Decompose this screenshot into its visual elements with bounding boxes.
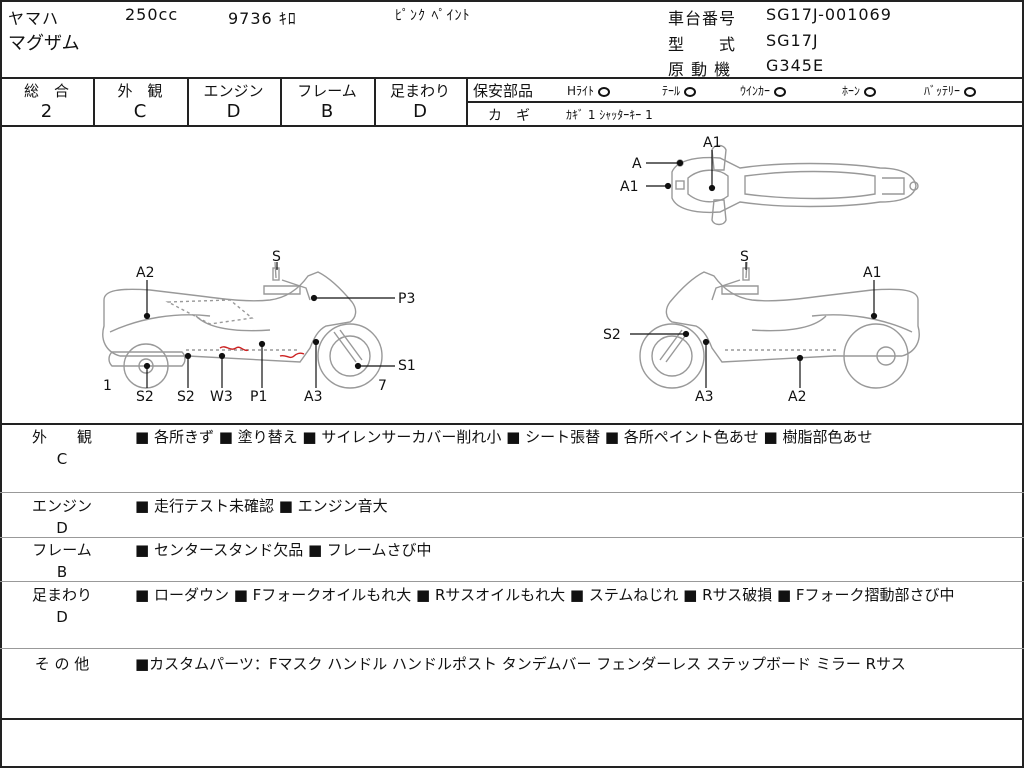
safety-item-name: ﾃｰﾙ	[662, 84, 681, 98]
section-engine-text: ■ 走行テスト未確認 ■ エンジン音大	[135, 497, 388, 515]
divider	[0, 77, 1024, 79]
grade-engine-value: D	[226, 101, 241, 122]
key-label: カ ギ	[488, 108, 530, 124]
section-title: エンジン	[31, 497, 92, 515]
left-view-scooter	[102, 261, 383, 389]
ok-mark-icon	[964, 86, 977, 97]
color: ﾋﾟﾝｸ ﾍﾟｲﾝﾄ	[395, 8, 471, 24]
label-right-a3: A3	[695, 389, 713, 405]
mileage: 9736 ｷﾛ	[228, 9, 297, 28]
section-suspension-label: 足まわり D	[2, 584, 122, 628]
grade-overall-value: 2	[40, 101, 53, 122]
damage-marks	[219, 346, 305, 359]
divider	[0, 423, 1024, 425]
grade-overall-label: 総 合	[23, 82, 69, 100]
grade-frame-label: フレーム	[297, 82, 357, 100]
section-grade: B	[56, 563, 68, 581]
section-title: そ の 他	[34, 655, 90, 673]
safety-item-tail: ﾃｰﾙ	[662, 82, 697, 99]
divider	[0, 648, 1024, 649]
section-other-text: ■カスタムパーツ：Fマスク ハンドル ハンドルポスト タンデムバー フェンダーレ…	[135, 655, 906, 673]
section-other-label: そ の 他	[2, 653, 122, 675]
label-left-p1: P1	[250, 389, 267, 405]
label-left-p3: P3	[398, 291, 415, 307]
divider	[0, 581, 1024, 582]
grade-suspension-label: 足まわり	[389, 82, 450, 100]
label-right-s2: S2	[603, 327, 621, 343]
safety-item-name: ﾎｰﾝ	[842, 84, 861, 98]
section-grade: D	[56, 608, 68, 626]
displacement: 250cc	[125, 5, 179, 24]
top-view-scooter	[671, 144, 919, 226]
section-frame-text: ■ センタースタンド欠品 ■ フレームさび中	[135, 541, 432, 559]
section-suspension-text: ■ ローダウン ■ Fフォークオイルもれ大 ■ Rサスオイルもれ大 ■ ステムね…	[135, 586, 955, 604]
safety-item-horn: ﾎｰﾝ	[842, 82, 877, 99]
ok-mark-icon	[684, 86, 697, 97]
section-title: フレーム	[32, 541, 92, 559]
label-left-s1: S1	[398, 358, 416, 374]
safety-item-winker: ｳｲﾝｶｰ	[740, 82, 787, 99]
divider	[0, 718, 1024, 720]
section-grade: D	[56, 519, 68, 537]
section-title: 足まわり	[31, 586, 92, 604]
safety-item-battery: ﾊﾞｯﾃﾘｰ	[924, 82, 977, 99]
right-view-scooter	[639, 261, 920, 389]
safety-item-headlight: Hﾗｲﾄ	[567, 82, 611, 99]
divider	[0, 125, 1024, 127]
divider	[93, 77, 95, 125]
model-name: マグザム	[8, 33, 80, 54]
section-exterior-label: 外 観 C	[2, 426, 122, 470]
divider	[468, 101, 1024, 103]
engine-value: G345E	[766, 56, 825, 75]
section-exterior-text: ■ 各所きず ■ 塗り替え ■ サイレンサーカバー削れ小 ■ シート張替 ■ 各…	[135, 428, 873, 446]
safety-label: 保安部品	[473, 82, 534, 100]
divider	[374, 77, 376, 125]
section-title: 外 観	[31, 428, 92, 446]
grade-frame-value: B	[320, 101, 334, 122]
label-left-a2: A2	[136, 265, 154, 281]
frame-no-label: 車台番号	[668, 9, 737, 28]
safety-item-name: ﾊﾞｯﾃﾘｰ	[924, 84, 961, 98]
section-grade: C	[56, 450, 68, 468]
label-top-a1-center: A1	[703, 135, 721, 151]
divider	[0, 492, 1024, 493]
type-label: 型 式	[668, 35, 737, 54]
section-engine-label: エンジン D	[2, 495, 122, 539]
type-value: SG17J	[766, 31, 819, 50]
ok-mark-icon	[598, 86, 611, 97]
divider	[187, 77, 189, 125]
label-left-s2a: S2	[136, 389, 154, 405]
engine-label: 原 動 機	[668, 60, 732, 79]
label-left-a3: A3	[304, 389, 322, 405]
label-right-a1: A1	[863, 265, 881, 281]
label-top-a1-left: A1	[620, 179, 638, 195]
label-top-a: A	[632, 156, 642, 172]
label-left-7: 7	[378, 378, 387, 394]
grade-suspension-value: D	[413, 101, 427, 122]
ok-mark-icon	[864, 86, 877, 97]
key-value: ｶｷﾞ 1 ｼｬｯﾀｰｷｰ 1	[566, 108, 653, 122]
label-left-1: 1	[103, 378, 112, 394]
grade-exterior-label: 外 観	[117, 82, 163, 100]
divider	[466, 77, 468, 125]
frame-no: SG17J-001069	[766, 5, 892, 24]
label-left-s: S	[272, 249, 281, 265]
section-frame-label: フレーム B	[2, 539, 122, 583]
divider	[0, 537, 1024, 538]
grade-exterior-value: C	[133, 101, 147, 122]
ok-mark-icon	[774, 86, 787, 97]
label-left-s2b: S2	[177, 389, 195, 405]
safety-item-name: ｳｲﾝｶｰ	[740, 84, 771, 98]
label-right-a2: A2	[788, 389, 806, 405]
divider	[280, 77, 282, 125]
grade-engine-label: エンジン	[203, 82, 264, 100]
maker: ヤマハ	[8, 9, 60, 28]
safety-item-name: Hﾗｲﾄ	[567, 84, 595, 98]
label-right-s: S	[740, 249, 749, 265]
label-left-w3: W3	[210, 389, 233, 405]
